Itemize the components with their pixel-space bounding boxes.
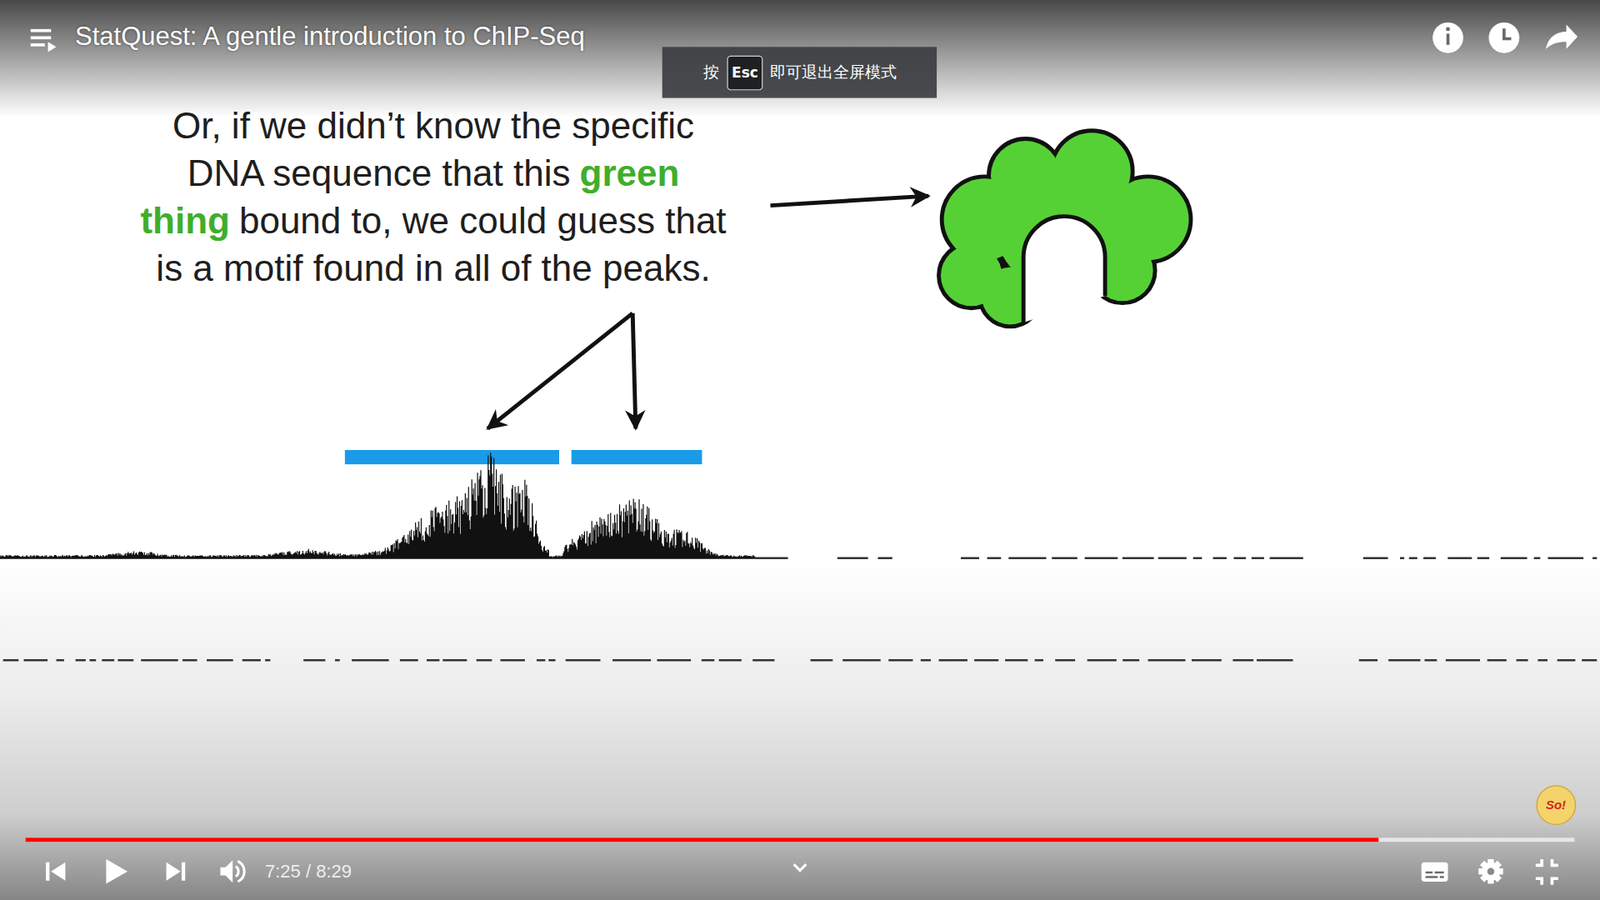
volume-icon <box>237 860 245 881</box>
chevron-icon <box>794 864 807 870</box>
menu-icon <box>30 43 45 47</box>
sparse-track <box>755 557 1597 560</box>
play-icon <box>105 859 128 884</box>
exit-fullscreen-icon <box>1535 878 1542 885</box>
share-icon <box>1545 24 1578 49</box>
leader-arrow <box>487 313 633 429</box>
key-cap <box>727 55 763 90</box>
logo-watermark: So! <box>1545 797 1566 812</box>
menu-icon <box>30 29 51 33</box>
clock-icon <box>1504 28 1512 39</box>
exit-fullscreen-icon <box>1551 859 1558 865</box>
clock-icon <box>1489 22 1520 54</box>
progress-track <box>25 837 1575 842</box>
next-icon <box>181 862 185 881</box>
control-track <box>3 659 1598 661</box>
bottom-shade <box>0 560 1600 900</box>
toast-text: 即可退出全屏模式 <box>770 63 897 82</box>
top-shade <box>0 0 1600 118</box>
volume-icon <box>220 860 233 883</box>
exit-fullscreen-icon <box>1535 859 1542 865</box>
logo-badge <box>1536 785 1576 825</box>
gear-tooth <box>1480 860 1502 883</box>
gear-tooth <box>1480 860 1502 883</box>
leader-arrow <box>632 313 636 429</box>
narration-line: bound to, we could guess that is a motif… <box>155 200 726 289</box>
next-icon <box>166 862 181 881</box>
video-title: StatQuest: A gentle introduction to ChIP… <box>75 21 585 52</box>
peak-bar <box>571 450 703 465</box>
exit-fullscreen-icon <box>1551 878 1558 885</box>
toast-panel <box>662 46 937 98</box>
info-icon <box>1446 33 1450 45</box>
subtitles-icon <box>1425 871 1434 874</box>
protein-shape <box>940 132 1190 325</box>
gear-body <box>1481 862 1500 881</box>
subtitles-icon <box>1421 862 1449 882</box>
time-display: 7:25 / 8:29 <box>265 860 352 882</box>
peak-bar <box>345 450 560 465</box>
menu-icon <box>30 35 51 40</box>
protein-cleft <box>1023 216 1105 323</box>
info-icon <box>1445 26 1450 31</box>
info-icon <box>1432 22 1464 54</box>
signal-track <box>0 452 755 558</box>
key-label: Esc <box>731 65 759 82</box>
subtitles-icon <box>1435 871 1445 874</box>
subtitles-icon <box>1440 875 1445 878</box>
progress-played <box>25 837 1380 842</box>
settings-icon <box>1478 859 1503 884</box>
gear-hole <box>1487 867 1495 875</box>
toast-text: 按 <box>703 63 720 82</box>
previous-icon <box>45 862 50 881</box>
track-baseline <box>0 557 755 560</box>
volume-icon <box>235 866 239 877</box>
menu-icon <box>48 41 57 52</box>
subtitles-icon <box>1425 875 1439 878</box>
previous-icon <box>50 862 65 881</box>
leader-arrow <box>770 195 929 205</box>
narration-text: Or, if we didn’t know the specific DNA s… <box>91 101 775 292</box>
